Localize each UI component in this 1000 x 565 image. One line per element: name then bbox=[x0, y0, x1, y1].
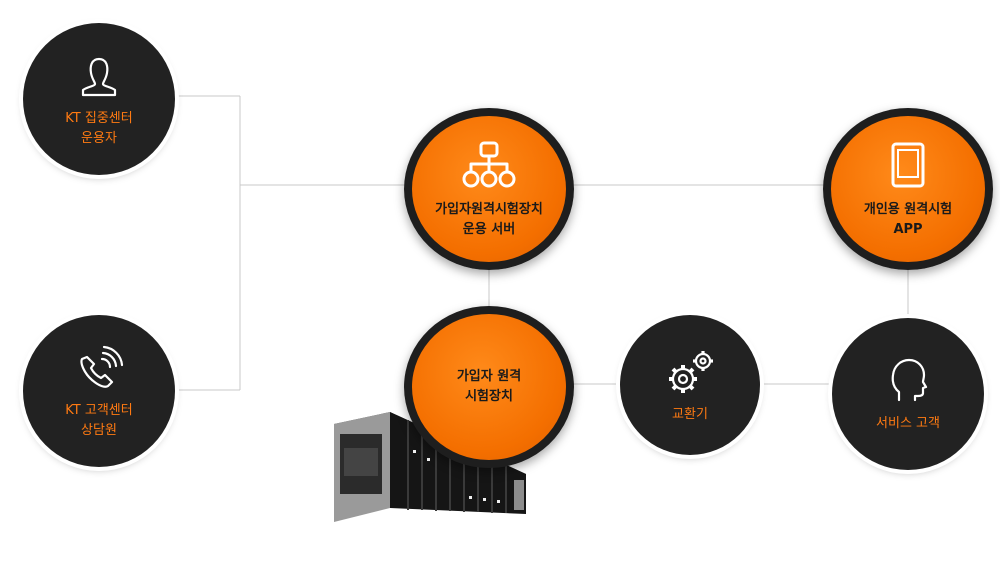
hardware-device-image bbox=[334, 412, 526, 522]
user-icon bbox=[81, 57, 117, 97]
head-icon bbox=[891, 358, 928, 402]
service-customer-node: 서비스 고객 bbox=[832, 318, 984, 470]
kt-call-center-node: KT 고객센터 상담원 bbox=[23, 315, 175, 467]
personal-app-label: 개인용 원격시험 APP bbox=[863, 202, 953, 237]
gears-icon bbox=[669, 351, 713, 393]
test-server-node: 가입자원격시험장치 운용 서버 bbox=[404, 108, 574, 270]
service-customer-label: 서비스 고객 bbox=[876, 416, 940, 431]
exchange-label: 교환기 bbox=[672, 407, 708, 422]
phone-icon bbox=[80, 345, 124, 388]
personal-app-node: 개인용 원격시험 APP bbox=[823, 108, 993, 270]
exchange-node: 교환기 bbox=[620, 315, 760, 455]
test-server-label: 가입자원격시험장치 운용 서버 bbox=[435, 202, 543, 237]
tablet-icon bbox=[891, 142, 925, 188]
kt-operator-label: KT 집중센터 운용자 bbox=[65, 111, 133, 146]
kt-call-center-label: KT 고객센터 상담원 bbox=[65, 403, 133, 438]
remote-test-device-node: 가입자 원격 시험장치 bbox=[404, 306, 574, 468]
network-icon bbox=[462, 141, 516, 188]
remote-test-device-label: 가입자 원격 시험장치 bbox=[456, 369, 522, 404]
kt-operator-node: KT 집중센터 운용자 bbox=[23, 23, 175, 175]
